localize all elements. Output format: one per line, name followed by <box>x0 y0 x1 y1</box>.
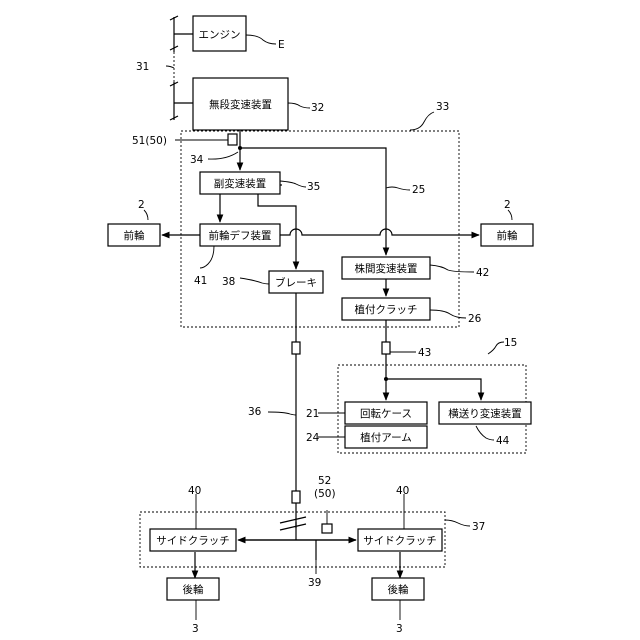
sensor-51 <box>228 134 237 145</box>
ref-3-right: 3 <box>396 623 403 635</box>
side-clutch-right-label: サイドクラッチ <box>363 535 437 547</box>
front-wheel-right-label: 前輪 <box>497 229 518 242</box>
inter-plant-transmission-label: 株間変速装置 <box>355 262 418 275</box>
cvt-box: 無段変速装置 <box>193 78 288 130</box>
planting-clutch-label: 植付クラッチ <box>355 303 418 316</box>
front-wheel-left-box: 前輪 <box>108 224 160 246</box>
sensor-52 <box>322 524 332 533</box>
inter-plant-transmission-box: 株間変速装置 <box>342 257 430 279</box>
side-clutch-left-box: サイドクラッチ <box>150 529 236 551</box>
ref-24: 24 <box>306 432 320 444</box>
rotary-case-label: 回転ケース <box>360 408 412 420</box>
brake-label: ブレーキ <box>275 276 317 289</box>
side-clutch-left-label: サイドクラッチ <box>156 535 230 547</box>
ref-3-left: 3 <box>192 623 199 635</box>
ref-15: 15 <box>504 337 517 349</box>
brake-box: ブレーキ <box>269 271 323 293</box>
sub-transmission-box: 副変速装置 <box>200 172 280 194</box>
front-wheel-right-box: 前輪 <box>481 224 533 246</box>
lateral-feed-transmission-label: 横送り変速装置 <box>448 407 522 420</box>
ref-36: 36 <box>248 406 262 418</box>
ref-26: 26 <box>468 313 482 325</box>
rotary-case-box: 回転ケース <box>345 402 427 424</box>
ref-32: 32 <box>311 102 324 114</box>
ref-25: 25 <box>412 184 425 196</box>
front-diff-box: 前輪デフ装置 <box>200 224 280 246</box>
ref-2-right: 2 <box>504 199 511 211</box>
coupling-brake-out <box>292 342 300 354</box>
rear-wheel-left-label: 後輪 <box>183 583 204 596</box>
ref-52: 52 <box>318 475 331 487</box>
ref-44: 44 <box>496 435 510 447</box>
ref-21: 21 <box>306 408 319 420</box>
planting-clutch-box: 植付クラッチ <box>342 298 430 320</box>
sub-transmission-label: 副変速装置 <box>214 177 267 190</box>
ref-2-left: 2 <box>138 199 145 211</box>
ref-33: 33 <box>436 101 449 113</box>
planting-arm-box: 植付アーム <box>345 426 427 448</box>
ref-41: 41 <box>194 275 207 287</box>
rear-wheel-right-box: 後輪 <box>372 578 424 600</box>
engine-label: エンジン <box>199 29 241 41</box>
ref-40-right: 40 <box>396 485 409 497</box>
ref-43: 43 <box>418 347 431 359</box>
ref-50: (50) <box>314 488 336 500</box>
ref-34: 34 <box>190 154 204 166</box>
engine-box: エンジン <box>193 16 246 51</box>
ref-51-50: 51(50) <box>132 135 167 147</box>
ref-31: 31 <box>136 61 149 73</box>
ref-40-left: 40 <box>188 485 201 497</box>
lateral-feed-transmission-box: 横送り変速装置 <box>439 402 531 424</box>
coupling-rear <box>292 491 300 503</box>
cvt-label: 無段変速装置 <box>209 98 272 111</box>
planting-arm-label: 植付アーム <box>360 431 412 444</box>
ref-E: E <box>278 39 285 51</box>
ref-38: 38 <box>222 276 235 288</box>
front-diff-label: 前輪デフ装置 <box>209 229 272 242</box>
ref-35: 35 <box>307 181 320 193</box>
side-clutch-right-box: サイドクラッチ <box>358 529 442 551</box>
coupling-43 <box>382 342 390 354</box>
front-wheel-left-label: 前輪 <box>124 229 145 242</box>
ref-39: 39 <box>308 577 321 589</box>
ref-37: 37 <box>472 521 485 533</box>
ref-42: 42 <box>476 267 489 279</box>
rear-wheel-left-box: 後輪 <box>167 578 219 600</box>
rear-wheel-right-label: 後輪 <box>388 583 409 596</box>
